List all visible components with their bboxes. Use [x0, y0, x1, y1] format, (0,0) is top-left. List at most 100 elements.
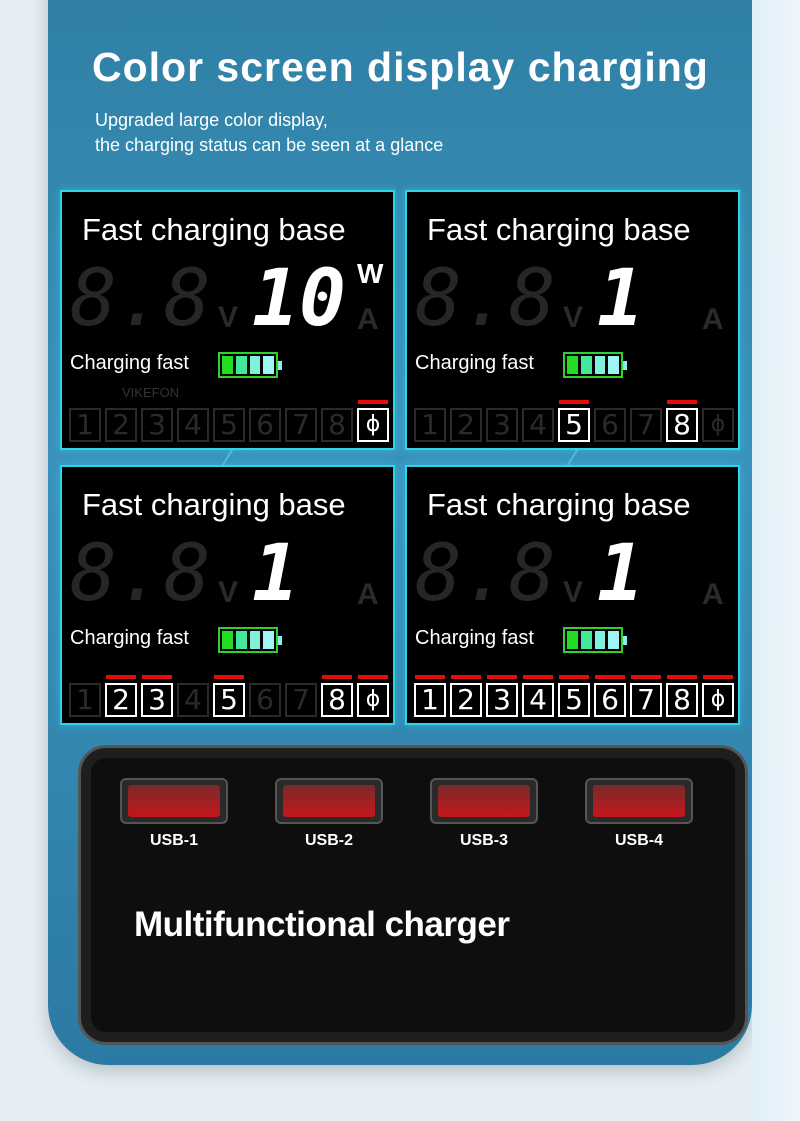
port-6-box: 6: [594, 408, 626, 442]
port-indicator-bar: [703, 675, 733, 679]
port-indicator-bar: [106, 675, 136, 679]
port-indicator-bar: [631, 675, 661, 679]
port-8-box: 8: [321, 408, 353, 442]
watermark: VIKEFON: [122, 385, 180, 400]
battery-icon: [218, 352, 282, 378]
port-indicator-bar: [451, 675, 481, 679]
port-indicator-bar: [667, 400, 697, 404]
power-unit: W: [357, 258, 384, 289]
battery-icon: [563, 627, 627, 653]
panel-title: Fast charging base: [82, 487, 346, 522]
qi-wireless-icon: ɸ: [357, 683, 389, 717]
charging-status: Charging fast: [70, 352, 189, 374]
port-5-box: 5: [558, 683, 590, 717]
panel-title: Fast charging base: [427, 487, 691, 522]
port-8-box: 8: [666, 408, 698, 442]
port-4-box: 4: [177, 408, 209, 442]
port-6-box: 6: [249, 408, 281, 442]
charging-status: Charging fast: [415, 627, 534, 649]
port-indicator-bar: [559, 675, 589, 679]
usb-port-4: [585, 778, 693, 824]
page-title: Color screen display charging: [92, 44, 709, 90]
port-1-box: 1: [414, 683, 446, 717]
port-indicator-bar: [214, 675, 244, 679]
usb-label-2: USB-2: [304, 832, 353, 849]
qi-wireless-icon: ɸ: [702, 683, 734, 717]
port-3-box: 3: [141, 683, 173, 717]
port-7-box: 7: [285, 408, 317, 442]
port-2-box: 2: [105, 408, 137, 442]
usb-label-4: USB-4: [614, 832, 663, 849]
ghost-voltage-digits: 8.8: [415, 254, 556, 344]
amp-unit: A: [702, 303, 724, 336]
qi-wireless-icon: ɸ: [702, 408, 734, 442]
usb-port-2: [275, 778, 383, 824]
port-5-box: 5: [213, 408, 245, 442]
port-6-box: 6: [249, 683, 281, 717]
power-readout: 1: [597, 254, 644, 344]
volt-unit: V: [218, 576, 239, 609]
port-6-box: 6: [594, 683, 626, 717]
port-5-box: 5: [558, 408, 590, 442]
port-3-box: 3: [141, 408, 173, 442]
port-indicator-bar: [487, 675, 517, 679]
ghost-voltage-digits: 8.8: [70, 254, 211, 344]
port-7-box: 7: [630, 683, 662, 717]
port-indicator-bar: [142, 675, 172, 679]
qi-wireless-icon: ɸ: [357, 408, 389, 442]
power-readout: 10: [252, 254, 346, 344]
port-indicator-bar: [559, 400, 589, 404]
power-readout: 1: [252, 529, 299, 619]
charging-status: Charging fast: [415, 352, 534, 374]
port-indicator-bar: [523, 675, 553, 679]
usb-label-1: USB-1: [149, 832, 198, 849]
port-3-box: 3: [486, 683, 518, 717]
port-indicator-bar: [358, 400, 388, 404]
subtitle-line-2: the charging status can be seen at a gla…: [95, 135, 444, 155]
panel-title: Fast charging base: [82, 212, 346, 247]
port-4-box: 4: [522, 408, 554, 442]
port-indicator-bar: [415, 675, 445, 679]
volt-unit: V: [218, 301, 239, 334]
port-8-box: 8: [321, 683, 353, 717]
port-indicator-bar: [595, 675, 625, 679]
subtitle-line-1: Upgraded large color display,: [95, 110, 328, 130]
volt-unit: V: [563, 301, 584, 334]
port-4-box: 4: [177, 683, 209, 717]
usb-port-1: [120, 778, 228, 824]
usb-port-3: [430, 778, 538, 824]
right-border: [752, 0, 800, 1121]
port-indicator-bar: [667, 675, 697, 679]
panel-title: Fast charging base: [427, 212, 691, 247]
port-3-box: 3: [486, 408, 518, 442]
amp-unit: A: [357, 303, 379, 336]
ghost-voltage-digits: 8.8: [70, 529, 211, 619]
port-8-box: 8: [666, 683, 698, 717]
port-1-box: 1: [69, 683, 101, 717]
ghost-voltage-digits: 8.8: [415, 529, 556, 619]
charger-label: Multifunctional charger: [134, 905, 510, 944]
port-4-box: 4: [522, 683, 554, 717]
battery-icon: [218, 627, 282, 653]
volt-unit: V: [563, 576, 584, 609]
battery-icon: [563, 352, 627, 378]
port-2-box: 2: [105, 683, 137, 717]
port-1-box: 1: [69, 408, 101, 442]
port-indicator-bar: [358, 675, 388, 679]
amp-unit: A: [357, 578, 379, 611]
usb-label-3: USB-3: [459, 832, 508, 849]
port-indicator-bar: [322, 675, 352, 679]
port-5-box: 5: [213, 683, 245, 717]
amp-unit: A: [702, 578, 724, 611]
charging-status: Charging fast: [70, 627, 189, 649]
port-1-box: 1: [414, 408, 446, 442]
port-2-box: 2: [450, 683, 482, 717]
port-2-box: 2: [450, 408, 482, 442]
port-7-box: 7: [630, 408, 662, 442]
power-readout: 1: [597, 529, 644, 619]
port-7-box: 7: [285, 683, 317, 717]
